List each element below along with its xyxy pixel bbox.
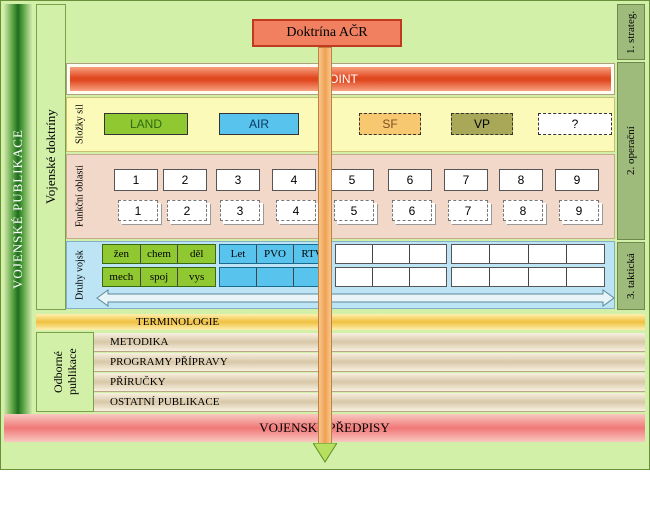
functional-area-doc: 6 xyxy=(392,200,432,221)
level-operational: 2. operační xyxy=(617,62,645,240)
branch-cell: RTV xyxy=(301,248,323,260)
functional-area-box: 2 xyxy=(163,169,207,191)
branches-green-bottom: mech spoj vys xyxy=(102,267,216,287)
functional-row-label: Funkční oblasti xyxy=(68,156,92,237)
functional-area-doc: 8 xyxy=(503,200,543,221)
span-double-arrow xyxy=(96,289,615,307)
publication-row: OSTATNÍ PUBLIKACE xyxy=(94,393,645,412)
publications-strip-label: VOJENSKÉ PUBLIKACE xyxy=(10,129,25,289)
doctrines-label: Vojenské doktríny xyxy=(43,109,58,205)
publication-row: PROGRAMY PŘÍPRAVY xyxy=(94,353,645,372)
level-strategic: 1. strateg. xyxy=(617,4,645,60)
functional-row xyxy=(66,154,615,239)
publications-strip: VOJENSKÉ PUBLIKACE xyxy=(4,4,32,414)
functional-area-doc: 4 xyxy=(276,200,316,221)
joint-bar: JOINT xyxy=(70,67,611,91)
branch-cell: mech xyxy=(103,268,141,286)
level-operational-label: 2. operační xyxy=(625,126,637,176)
branches-green-top: žen chem děl xyxy=(102,244,216,264)
branches-empty-3 xyxy=(451,244,605,264)
branches-row-label: Druhy vojsk xyxy=(68,243,92,307)
functional-area-box: 4 xyxy=(272,169,316,191)
doctrine-arrow-shaft xyxy=(318,47,332,445)
functional-row-label-text: Funkční oblasti xyxy=(74,165,86,228)
branch-cell xyxy=(220,268,257,286)
functional-area-box: 5 xyxy=(330,169,374,191)
functional-area-doc: 5 xyxy=(334,200,374,221)
branch-cell: děl xyxy=(189,248,204,260)
functional-area-doc: 9 xyxy=(559,200,599,221)
publication-row: PŘÍRUČKY xyxy=(94,373,645,392)
branch-cell: vys xyxy=(189,271,205,283)
forces-row-label-text: Složky sil xyxy=(74,104,86,145)
functional-area-box: 6 xyxy=(388,169,432,191)
functional-area-doc: 1 xyxy=(118,200,158,221)
doctrine-title-box: Doktrína AČR xyxy=(252,19,402,47)
branch-cell xyxy=(257,268,294,286)
doctrine-arrow-head xyxy=(313,443,337,463)
functional-area-box: 3 xyxy=(216,169,260,191)
branches-blue-bottom xyxy=(219,267,331,287)
professional-publications-box xyxy=(36,332,94,412)
branch-cell: spoj xyxy=(141,268,179,286)
publication-row: METODIKA xyxy=(94,333,645,352)
functional-area-box: 9 xyxy=(555,169,599,191)
level-tactical: 3. taktická xyxy=(617,242,645,310)
functional-area-box: 1 xyxy=(114,169,158,191)
force-box: AIR xyxy=(219,113,299,135)
level-tactical-label: 3. taktická xyxy=(625,253,637,299)
force-box: ? xyxy=(538,113,612,135)
functional-area-doc: 2 xyxy=(167,200,207,221)
branch-cell: chem xyxy=(141,245,179,263)
terminology-bar: TERMINOLOGIE xyxy=(36,314,645,330)
professional-publications-label: Odborné publikace xyxy=(38,334,92,410)
force-box: SF xyxy=(359,113,421,135)
branch-cell: PVO xyxy=(257,245,294,263)
force-box: LAND xyxy=(104,113,188,135)
force-box: VP xyxy=(451,113,513,135)
functional-area-doc: 3 xyxy=(220,200,260,221)
branch-cell: žen xyxy=(103,245,141,263)
branch-cell: Let xyxy=(220,245,257,263)
functional-area-box: 7 xyxy=(444,169,488,191)
branches-empty-2 xyxy=(335,267,447,287)
doctrines-column: Vojenské doktríny xyxy=(36,4,66,310)
branches-row-label-text: Druhy vojsk xyxy=(74,250,86,300)
level-strategic-label: 1. strateg. xyxy=(625,10,637,54)
branches-empty-1 xyxy=(335,244,447,264)
functional-area-doc: 7 xyxy=(448,200,488,221)
forces-row-label: Složky sil xyxy=(68,99,92,150)
functional-area-box: 8 xyxy=(499,169,543,191)
professional-publications-label-text: Odborné publikace xyxy=(51,348,79,396)
branches-blue-top: Let PVO RTV xyxy=(219,244,331,264)
branches-empty-4 xyxy=(451,267,605,287)
